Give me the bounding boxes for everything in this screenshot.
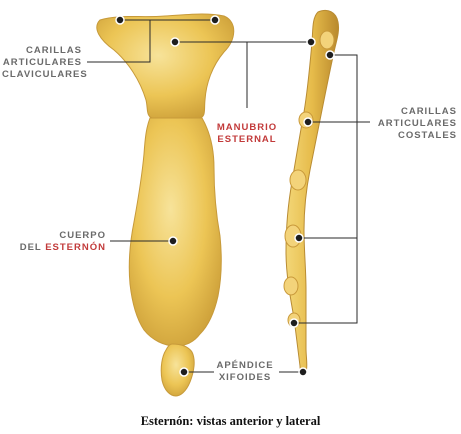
figure-caption: Esternón: vistas anterior y lateral [140,414,321,428]
label-costal: CARILLAS ARTICULARES COSTALES [375,106,457,142]
leader-lines [87,19,370,373]
label-costal-line1: CARILLAS [400,106,457,117]
costal-bracket [294,54,358,324]
label-cuerpo-del: DEL [19,242,42,253]
label-cuerpo-line1: CUERPO [59,230,106,241]
costal-facet-5 [283,276,299,296]
dot-clavicular-left [115,15,125,25]
dot-costal-upper [303,117,313,127]
manubrium-anterior [96,13,235,119]
label-cuerpo: CUERPO DEL ESTERNÓN [2,230,106,254]
costal-facet-3 [289,169,307,191]
label-clavicular-line2: ARTICULARES [2,57,82,68]
sternum-body-anterior [128,117,222,347]
dot-manubrio-lateral [306,37,316,47]
dot-costal-mid [294,233,304,243]
label-clavicular-line3: CLAVICULARES [2,69,88,80]
xiphoid-anterior [160,343,195,397]
label-manubrio: MANUBRIO ESTERNAL [212,122,282,146]
label-costal-line2: ARTICULARES [377,118,457,129]
label-costal-line3: COSTALES [397,130,457,141]
label-xifoides-line1: APÉNDICE [216,360,274,371]
label-manubrio-line1: MANUBRIO [216,122,278,133]
dot-cuerpo [168,236,178,246]
clavicular-leader [87,19,151,63]
pointer-dots [115,15,335,377]
label-xifoides: APÉNDICE XIFOIDES [212,360,278,384]
label-cuerpo-esternon: ESTERNÓN [45,242,106,253]
dot-xifoides [179,367,189,377]
dot-costal-low [289,318,299,328]
label-clavicular-line1: CARILLAS [25,45,82,56]
label-cuerpo-line2: DEL ESTERNÓN [2,242,106,254]
costal-facet-1 [319,30,335,50]
label-xifoides-line2: XIFOIDES [218,372,272,383]
label-manubrio-line2: ESTERNAL [217,134,277,145]
dot-xifoides-lateral [298,367,308,377]
label-clavicular: CARILLAS ARTICULARES CLAVICULARES [2,45,88,81]
dot-clavicular-right [210,15,220,25]
dot-manubrio [170,37,180,47]
dot-costal-top [325,50,335,60]
sternum-lateral-view [285,9,339,375]
